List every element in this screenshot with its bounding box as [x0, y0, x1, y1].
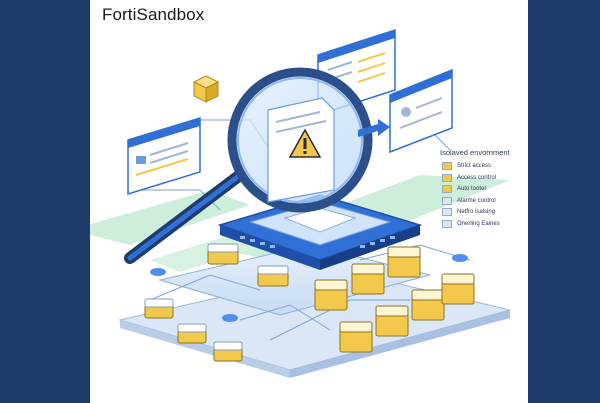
processor-chip [217, 194, 423, 270]
illustration-canvas: FortiSandbox Isolaved envornment Strict … [90, 0, 528, 403]
floating-window-left [127, 116, 201, 196]
sandbox-illustration [90, 28, 511, 378]
legend-label: Alarme control [457, 197, 496, 204]
warning-icon [288, 128, 322, 158]
right-border [528, 0, 600, 403]
legend-swatch [442, 196, 452, 205]
legend-label: Access control [457, 174, 497, 181]
floating-window-right [389, 68, 453, 154]
left-border [0, 0, 90, 403]
legend-item: Access control [442, 173, 528, 183]
legend-swatch [442, 219, 452, 228]
node-dots [150, 254, 468, 322]
legend-title: Isolaved envornment [440, 148, 510, 157]
legend-item: Netfro isalsing [442, 207, 528, 217]
page-title: FortiSandbox [102, 5, 205, 24]
server-blocks-left [144, 243, 289, 362]
legend-label: Netfro isalsing [457, 209, 496, 216]
cube-icon [192, 75, 220, 103]
arrow-icon [358, 119, 390, 137]
legend-item: Onerling Eaines [442, 219, 528, 229]
legend-item: Alarme control [442, 196, 528, 206]
server-blocks-right [314, 246, 475, 353]
legend-item: Auto tooter [442, 184, 528, 194]
legend-swatch [442, 185, 452, 194]
legend-swatch [442, 208, 452, 217]
legend-label: Onerling Eaines [457, 220, 500, 227]
legend-label: Auto tooter [457, 186, 487, 193]
legend-item: Strict access [442, 161, 528, 171]
legend-swatch [442, 162, 452, 170]
legend-label: Strict access [457, 163, 492, 169]
legend-swatch [442, 173, 452, 182]
legend: Strict access Access control Auto tooter… [442, 161, 528, 231]
